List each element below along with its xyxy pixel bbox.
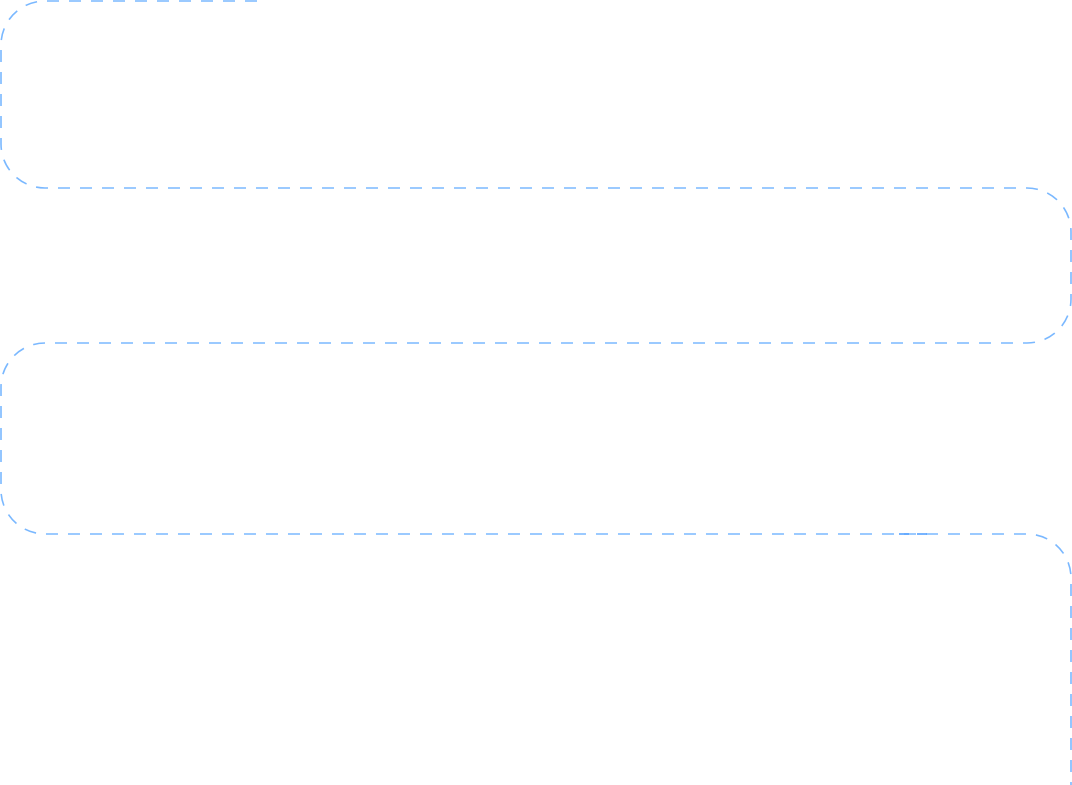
- dashed-serpentine-path: [0, 0, 1072, 785]
- serpentine-path-diagram: [0, 0, 1072, 785]
